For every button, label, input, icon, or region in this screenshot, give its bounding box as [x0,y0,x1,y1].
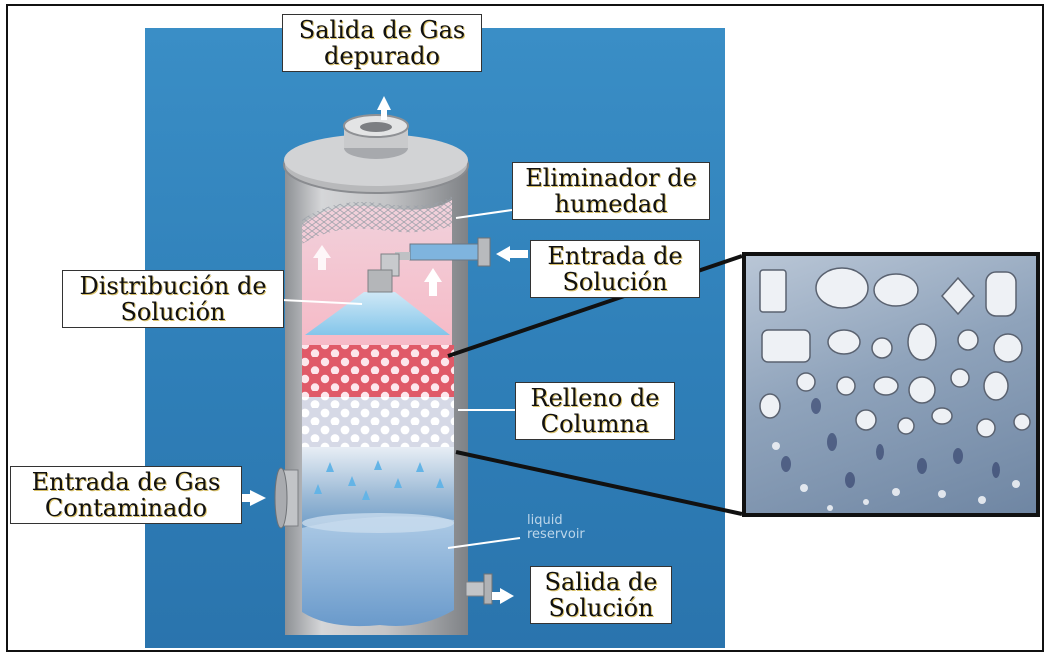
leader-lines [281,209,521,549]
solution-in-arrow [496,246,528,262]
packing-elements-illustration [759,267,1031,511]
solution-out-arrow [492,588,514,604]
distribution-leader [281,299,363,305]
annotation-arrows [240,96,528,604]
mist-eliminator-leader [455,209,513,219]
gas-out-arrow [377,96,391,120]
gas-inlet-nozzle [274,467,299,529]
packing-elements-photo [742,252,1040,517]
solution-outlet-nozzle [465,573,493,605]
gas-in-arrow [240,490,266,506]
label-liquid-reservoir: liquid reservoir [527,513,585,542]
reservoir-leader [447,537,521,549]
column-cutaway [302,196,491,627]
